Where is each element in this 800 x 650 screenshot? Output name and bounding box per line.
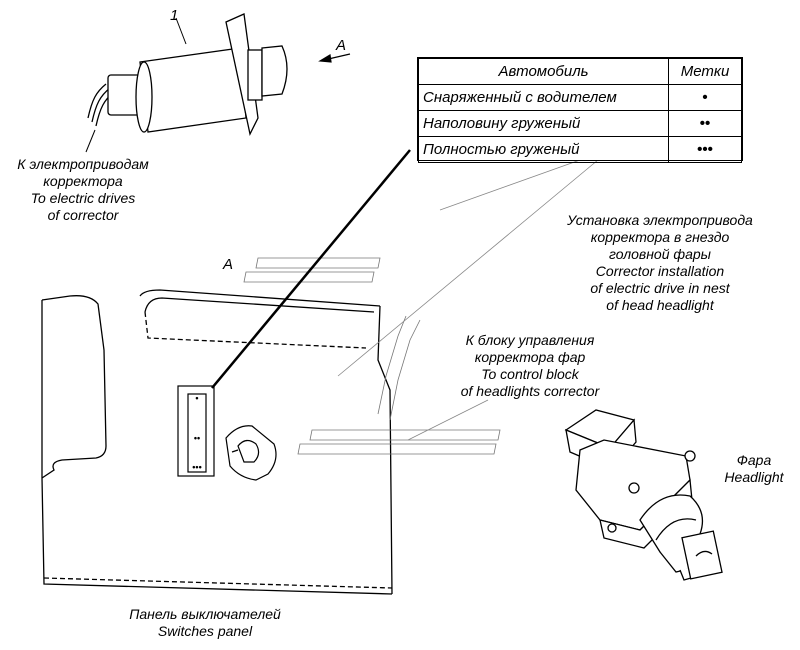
headlight-ru: Фара — [736, 452, 772, 468]
corrector-switch — [177, 385, 215, 477]
view-arrow-a — [318, 53, 351, 63]
drives-leader — [85, 129, 96, 153]
installation-ru-line2: корректора в гнездо — [590, 229, 730, 245]
installation-label: Установка электропривода корректора в гн… — [530, 212, 790, 314]
electric-drives-en-line2: of corrector — [47, 207, 119, 223]
ghost-lines — [243, 257, 501, 455]
view-label-a: A — [222, 256, 233, 273]
headlight-label: Фара Headlight — [712, 452, 796, 486]
table-cell-mark: ••• — [668, 136, 742, 163]
callout-number-1: 1 — [170, 7, 178, 24]
view-letter-a: A — [335, 37, 346, 54]
electric-drives-ru-line2: корректора — [43, 173, 123, 189]
switch-mark-2: •• — [194, 433, 200, 443]
table-cell-mark: •• — [668, 110, 742, 137]
table-row: Снаряженный с водителем • — [418, 84, 742, 111]
marks-leader-line — [211, 149, 411, 389]
electric-drives-en-line1: To electric drives — [30, 190, 136, 206]
table-cell-vehicle: Наполовину груженый — [418, 110, 669, 137]
switches-panel — [41, 289, 393, 595]
table-header-vehicle: Автомобиль — [418, 58, 669, 85]
installation-en-line1: Corrector installation — [595, 263, 725, 279]
control-ru-line1: К блоку управления — [465, 332, 595, 348]
table-cell-mark: • — [668, 84, 742, 111]
installation-ru-line3: головной фары — [609, 246, 711, 262]
switches-panel-label: Панель выключателей Switches panel — [100, 606, 310, 640]
switch-mark-3: ••• — [192, 462, 201, 472]
control-ru-line2: корректора фар — [474, 349, 586, 365]
table-row: Полностью груженый ••• — [418, 136, 742, 163]
table-header-marks: Метки — [668, 58, 742, 85]
table-row: Наполовину груженый •• — [418, 110, 742, 137]
control-en-line2: of headlights corrector — [460, 383, 600, 399]
headlight-level-symbol — [225, 425, 277, 481]
installation-ru-line1: Установка электропривода — [567, 212, 753, 228]
panel-ru: Панель выключателей — [129, 606, 281, 622]
leader-lines — [337, 149, 611, 441]
load-marks-table: Автомобиль Метки Снаряженный с водителем… — [417, 57, 743, 163]
panel-en: Switches panel — [157, 623, 253, 639]
headlight — [564, 409, 723, 581]
electric-drive-actuator — [87, 13, 288, 136]
table-cell-vehicle: Снаряженный с водителем — [418, 84, 669, 111]
switch-mark-1: • — [195, 393, 198, 403]
table-cell-vehicle: Полностью груженый — [418, 136, 669, 163]
headlight-en: Headlight — [724, 469, 784, 485]
installation-en-line2: of electric drive in nest — [590, 280, 730, 296]
control-en-line1: To control block — [481, 366, 579, 382]
installation-en-line3: of head headlight — [606, 297, 714, 313]
electric-drives-label: К электроприводам корректора To electric… — [8, 156, 158, 224]
electric-drives-ru-line1: К электроприводам — [17, 156, 149, 172]
control-block-label: К блоку управления корректора фар To con… — [430, 332, 630, 400]
callout-leader-1 — [175, 17, 187, 45]
